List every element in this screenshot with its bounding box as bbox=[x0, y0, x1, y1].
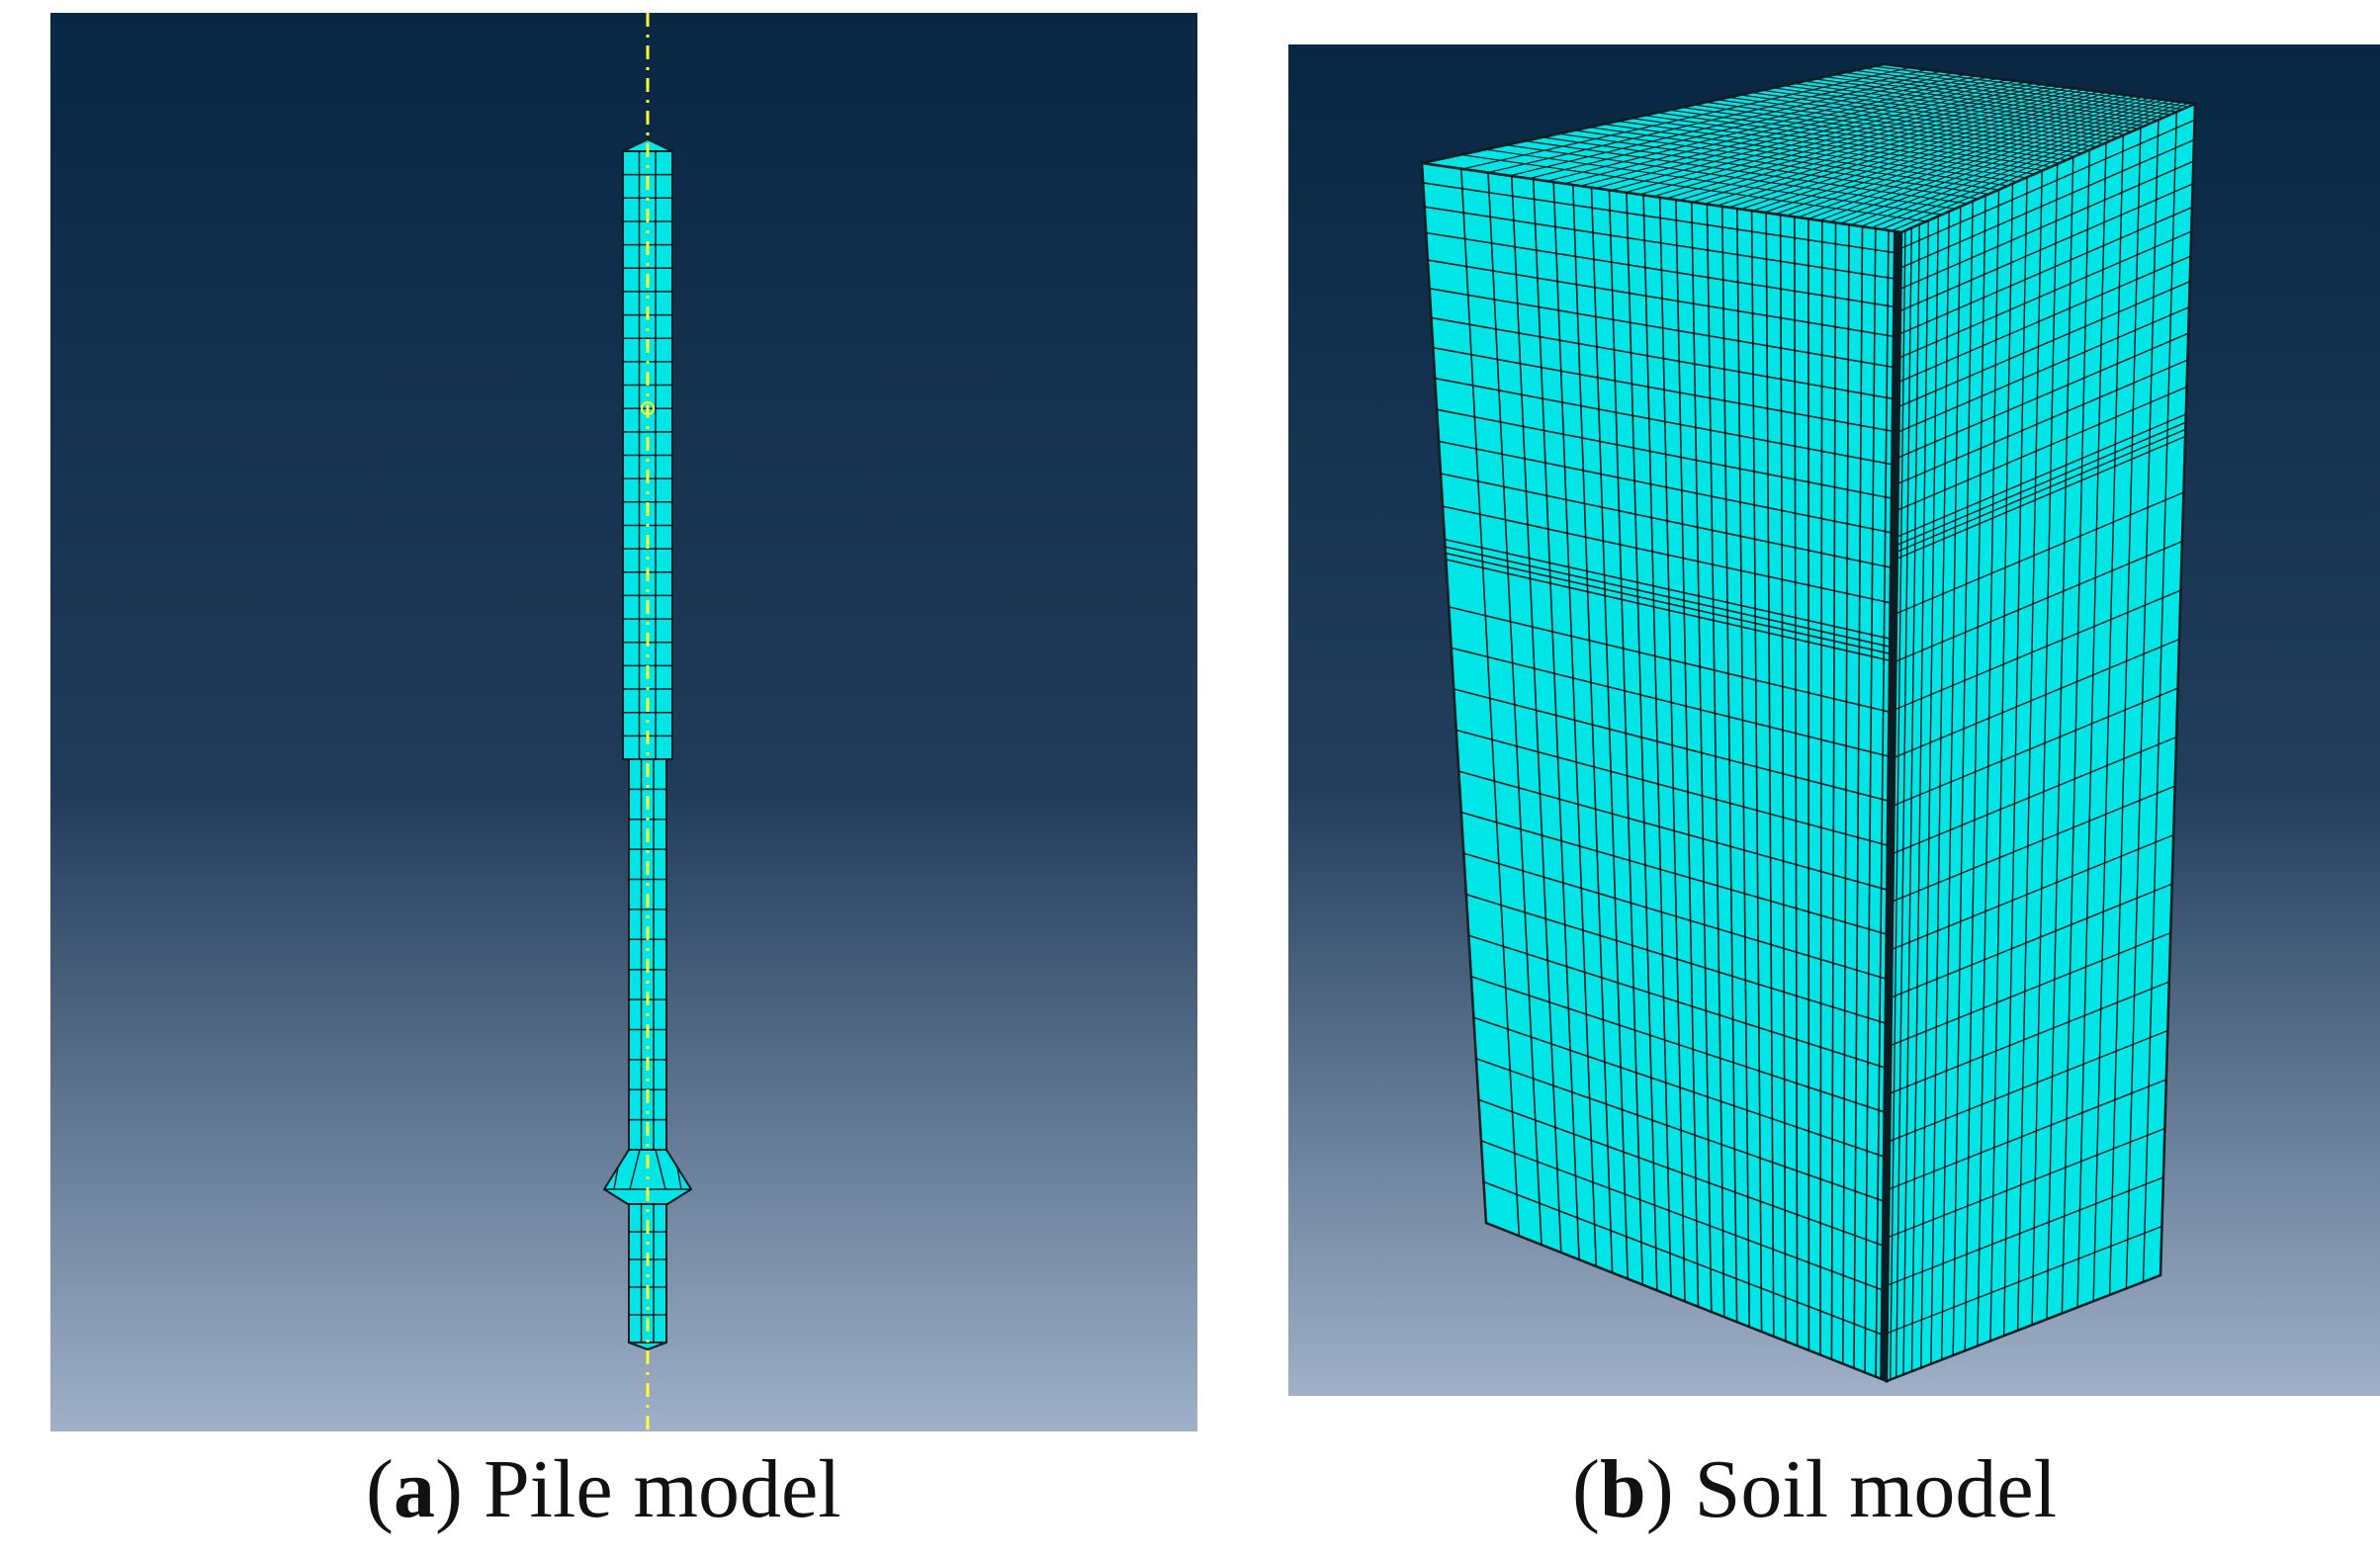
caption-paren: ( bbox=[366, 1443, 394, 1535]
soil-corner-refinement bbox=[1880, 230, 1902, 1382]
caption-soil-model: (b) Soil model bbox=[1572, 1448, 2057, 1531]
soil-top-mesh bbox=[1460, 65, 2189, 232]
caption-letter: a bbox=[393, 1443, 435, 1535]
pile-model-viewport bbox=[50, 13, 1197, 1431]
soil-model-viewport bbox=[1288, 44, 2380, 1396]
caption-letter: b bbox=[1599, 1443, 1646, 1535]
pile-shaft-segment bbox=[628, 758, 667, 1151]
soil-side-mesh bbox=[1887, 112, 2195, 1380]
pile-model-canvas bbox=[50, 13, 1197, 1431]
caption-pile-model: (a) Pile model bbox=[366, 1448, 841, 1531]
caption-paren: ( bbox=[1572, 1443, 1600, 1535]
soil-front-mesh bbox=[1423, 168, 1901, 1377]
soil-model-canvas bbox=[1288, 44, 2380, 1396]
caption-text: ) Soil model bbox=[1645, 1443, 2058, 1535]
soil-block-mesh bbox=[1420, 62, 2200, 1383]
caption-text: ) Pile model bbox=[434, 1443, 841, 1535]
reference-point-marker bbox=[641, 401, 655, 415]
soil-side-face bbox=[1885, 102, 2197, 1383]
